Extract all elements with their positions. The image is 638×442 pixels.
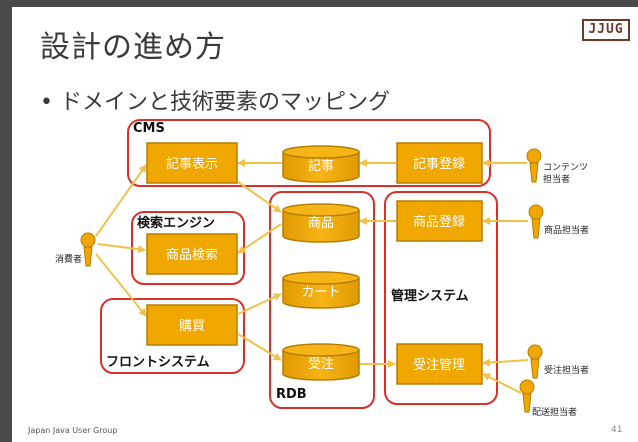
order-owner-actor [527,344,543,379]
cart-store [282,271,360,309]
cms-group [127,119,491,187]
admin-system-group [384,191,498,405]
slide-bullet: • ドメインと技術要素のマッピング [40,90,390,115]
slide-title: 設計の進め方 [40,30,226,65]
article-register-box [396,142,483,184]
footer-text: Japan Java User Group [28,426,118,435]
content-owner-label-2: 担当者 [543,173,570,185]
article-view-label: 記事表示 [166,156,218,172]
product-store [282,203,360,243]
admin-system-group-label: 管理システム [391,289,469,304]
order-owner-label: 受注担当者 [544,364,589,376]
left-bar [0,0,12,442]
consumer-label: 消費者 [55,253,82,265]
arrow-consumer-purchase [95,253,147,317]
order-manage-box [396,343,483,385]
arrow-product-to-search [237,223,282,254]
product-search-label: 商品検索 [166,248,218,263]
arrow-consumer-product-search [97,243,146,254]
jjug-logo: JJUG [582,19,630,41]
rdb-group-label: RDB [276,387,307,402]
product-owner-label: 商品担当者 [544,224,589,236]
delivery-owner-actor [519,379,535,413]
order-store [282,343,360,381]
arrow-order-owner [482,358,529,367]
product-store-label: 商品 [308,216,334,231]
product-search-box [146,233,238,275]
cms-group-label: CMS [133,121,165,136]
arrow-consumer-article-view [95,164,147,237]
cart-store-label: カート [301,285,340,300]
purchase-label: 購買 [179,319,205,334]
content-owner-label-1: コンテンツ [543,162,588,173]
search-engine-group-label: 検索エンジン [137,216,216,231]
delivery-owner-label: 配送担当者 [532,406,577,418]
article-register-label: 記事登録 [413,156,465,172]
product-register-box [396,200,483,242]
top-bar [0,0,638,7]
product-owner-actor [528,204,544,239]
consumer-actor [80,232,96,267]
front-system-group-label: フロントシステム [106,355,210,370]
arrow-view-to-product [237,181,282,213]
content-owner-actor [526,148,542,183]
page-number: 41 [611,425,623,435]
arrow-purchase-to-cart [237,293,282,315]
article-store [282,145,360,183]
front-system-group [100,298,245,374]
order-store-label: 受注 [308,357,334,372]
arrow-purchase-to-order [237,333,282,361]
article-view-box [146,142,238,184]
article-store-label: 記事 [308,158,334,174]
product-register-label: 商品登録 [413,215,465,230]
arrow-delivery-owner [482,373,522,394]
order-manage-label: 受注管理 [413,358,465,373]
purchase-box [146,304,238,346]
